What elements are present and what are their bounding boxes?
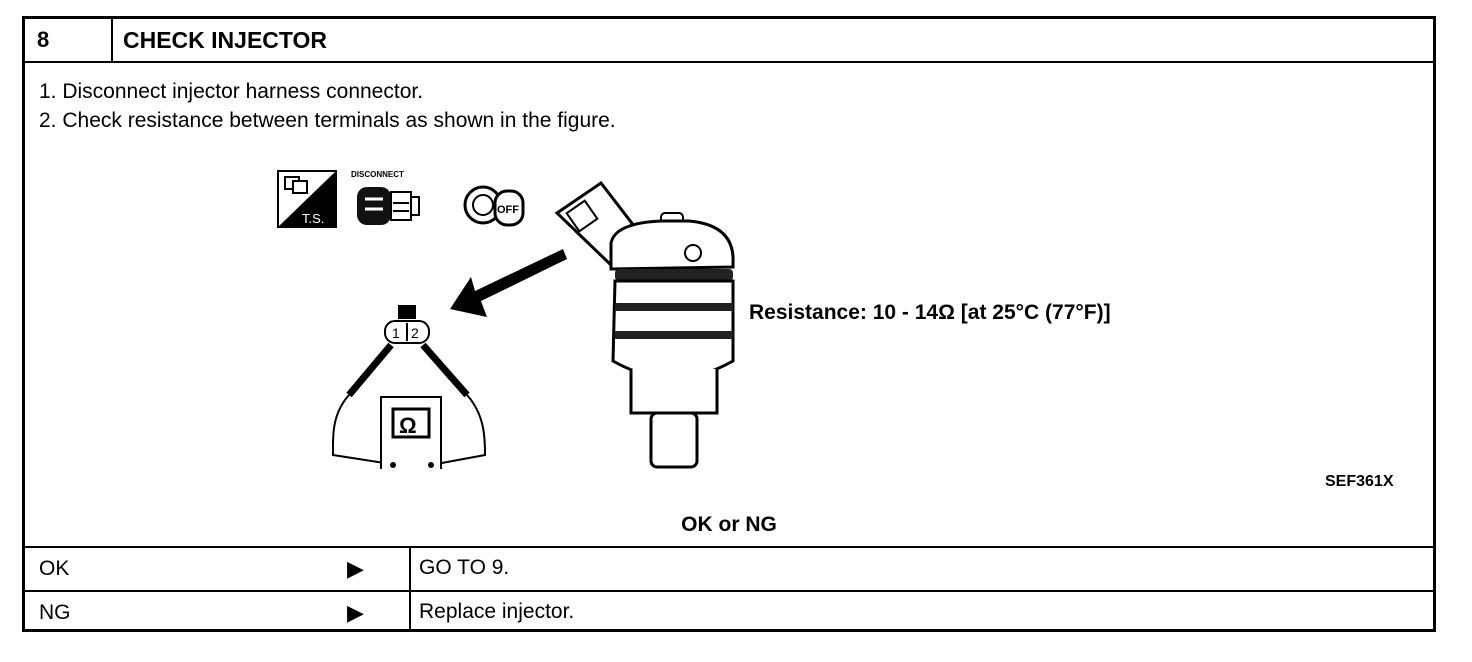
resistance-spec: Resistance: 10 - 14Ω [at 25°C (77°F)] (749, 301, 1111, 324)
arrow-right-icon: ▶ (347, 556, 364, 581)
instruction-step-2: 2. Check resistance between terminals as… (39, 109, 616, 132)
terminal-2-label: 2 (411, 325, 419, 341)
result-heading: OK or NG (681, 513, 777, 536)
result-action: Replace injector. (409, 592, 574, 632)
inspection-procedure-table: 8 CHECK INJECTOR 1. Disconnect injector … (22, 16, 1436, 632)
off-label: OFF (497, 204, 519, 216)
terminal-1-label: 1 (392, 325, 400, 341)
disconnect-label: DISCONNECT (351, 170, 404, 179)
figure-code: SEF361X (1325, 473, 1394, 490)
step-number: 8 (25, 19, 113, 61)
result-condition: OK (39, 557, 70, 580)
result-action: GO TO 9. (409, 548, 509, 590)
arrow-right-icon: ▶ (347, 600, 364, 625)
instruction-step-1: 1. Disconnect injector harness connector… (39, 80, 424, 103)
result-row-ng: NG ▶ Replace injector. (25, 590, 1433, 632)
injector-resistance-figure: T.S. DISCONNECT OFF 1 2 (277, 170, 735, 469)
disconnect-icon: DISCONNECT (351, 170, 420, 225)
ohmmeter-leads (331, 342, 487, 466)
ignition-off-icon: OFF (463, 185, 525, 227)
step-title: CHECK INJECTOR (123, 27, 328, 53)
harness-connector: 1 2 (384, 305, 430, 344)
result-row-ok: OK ▶ GO TO 9. (25, 546, 1433, 590)
result-condition: NG (39, 601, 71, 624)
ts-icon: T.S. (277, 170, 337, 228)
ohm-symbol: Ω (399, 413, 417, 438)
ts-label: T.S. (302, 211, 324, 226)
pointer-arrow-icon (450, 249, 567, 317)
fuel-injector-drawing (554, 180, 735, 469)
instruction-list: 1. Disconnect injector harness connector… (39, 77, 616, 135)
ohmmeter-icon: Ω (380, 396, 442, 469)
step-header: 8 CHECK INJECTOR (25, 19, 1433, 63)
